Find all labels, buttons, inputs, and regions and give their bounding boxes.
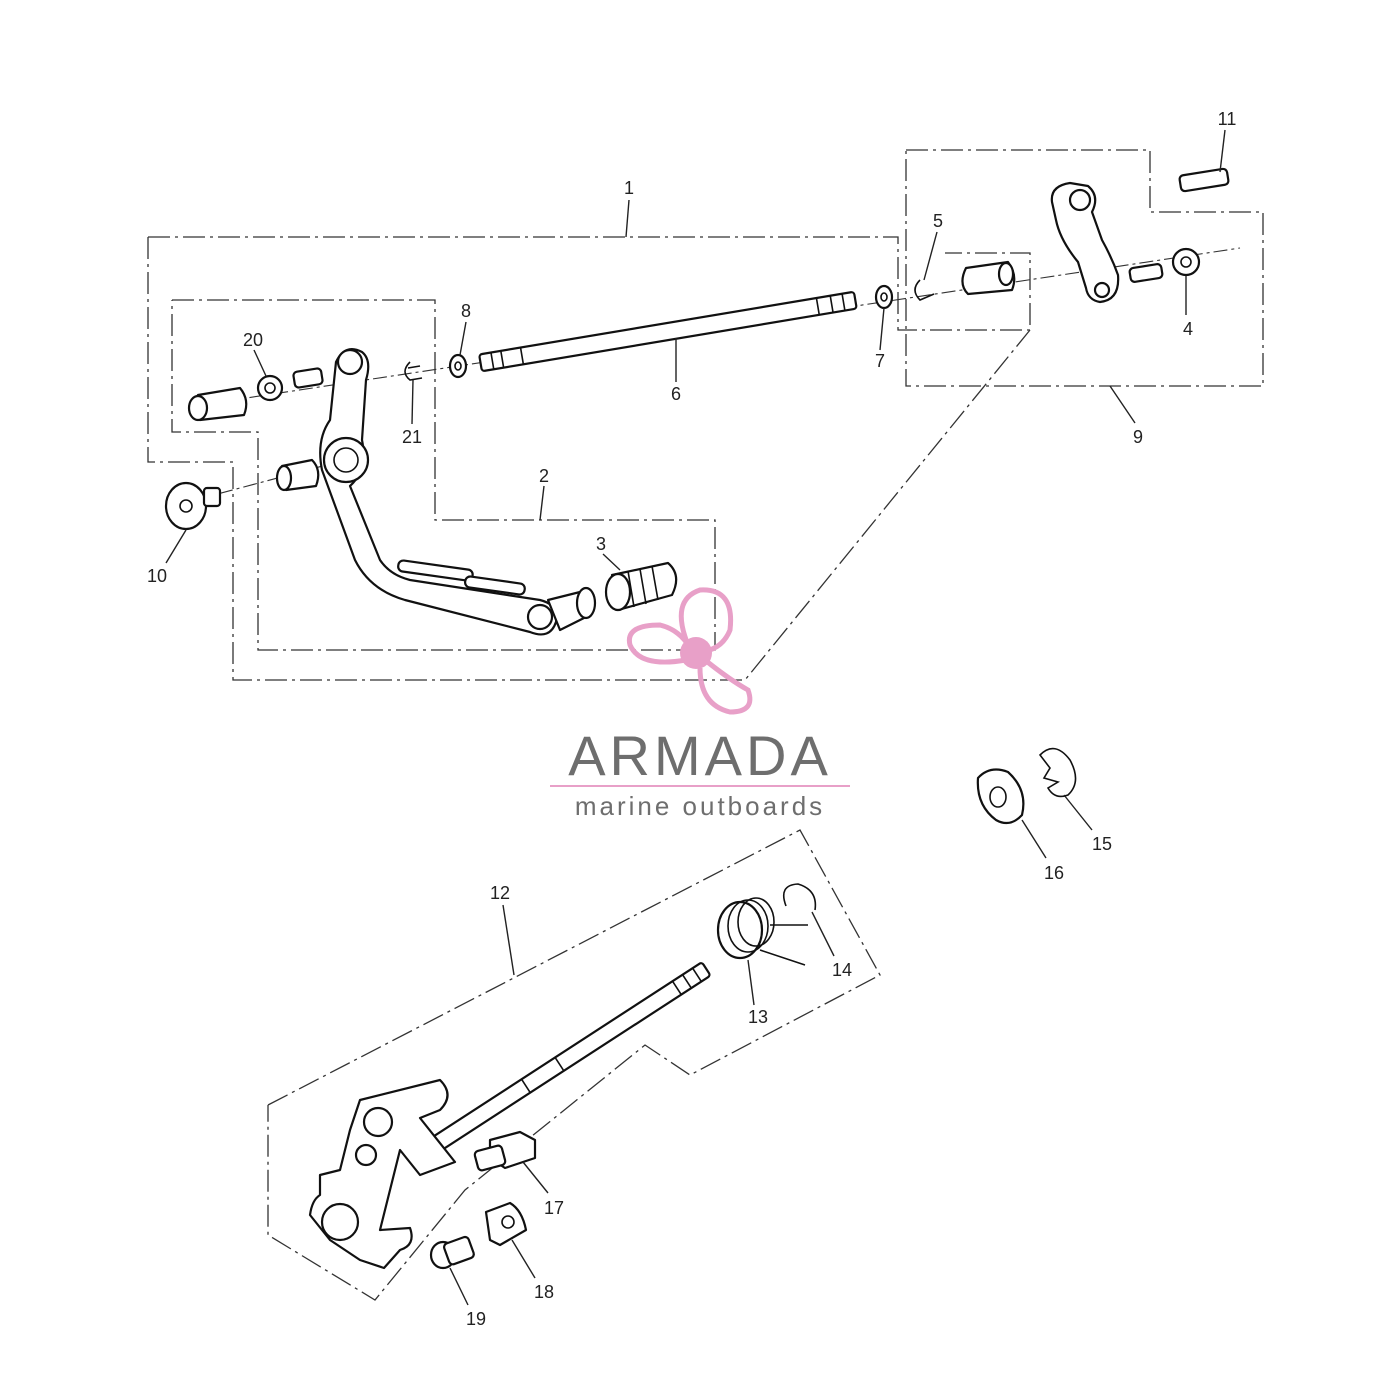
circlip-14 xyxy=(782,883,817,911)
washer-8 xyxy=(448,353,468,379)
group-outline-1 xyxy=(148,236,1031,331)
brand-name: ARMADA xyxy=(568,724,832,787)
brand-tagline: marine outboards xyxy=(575,791,825,821)
washer-16 xyxy=(976,768,1025,825)
bolt-left xyxy=(292,367,324,389)
propeller-icon xyxy=(626,587,753,715)
nut-4 xyxy=(1171,247,1201,277)
bolt-19 xyxy=(429,1235,475,1270)
group-outline-9 xyxy=(905,149,1264,387)
lower-assembly xyxy=(308,883,817,1270)
clip-5 xyxy=(914,279,935,301)
callout-11: 11 xyxy=(1218,109,1237,129)
callout-20: 20 xyxy=(243,330,263,350)
bushing-lower xyxy=(275,458,320,492)
callout-14: 14 xyxy=(832,960,852,980)
callout-9: 9 xyxy=(1133,427,1143,447)
torsion-spring-13 xyxy=(716,897,808,966)
knob-10 xyxy=(164,481,222,531)
leader-lines xyxy=(165,129,1226,1306)
callout-7: 7 xyxy=(875,351,885,371)
bolt-11 xyxy=(1178,167,1230,193)
callout-15: 15 xyxy=(1092,834,1112,854)
callout-17: 17 xyxy=(544,1198,564,1218)
callout-6: 6 xyxy=(671,384,681,404)
callout-12: 12 xyxy=(490,883,510,903)
ball-joint-right xyxy=(961,260,1016,296)
clip-21 xyxy=(404,361,423,381)
callout-5: 5 xyxy=(933,211,943,231)
callout-18: 18 xyxy=(534,1282,554,1302)
bellcrank-assembly xyxy=(1050,167,1230,304)
loose-washers xyxy=(976,747,1077,825)
stud-17 xyxy=(473,1130,537,1172)
callout-16: 16 xyxy=(1044,863,1064,883)
callout-2: 2 xyxy=(539,466,549,486)
shift-lever xyxy=(319,348,597,636)
washer-20 xyxy=(256,374,284,402)
callout-numbers: 1 2 3 4 5 6 7 8 9 10 11 12 13 14 15 16 1… xyxy=(147,109,1236,1329)
group-outline-12 xyxy=(267,829,881,1301)
callout-4: 4 xyxy=(1183,319,1193,339)
plate-18 xyxy=(484,1201,528,1247)
upper-assembly xyxy=(164,260,1016,636)
callout-19: 19 xyxy=(466,1309,486,1329)
shift-cam xyxy=(308,1078,457,1270)
callout-1: 1 xyxy=(624,178,634,198)
shift-rod xyxy=(478,291,858,372)
ball-joint-left xyxy=(187,386,248,422)
callout-13: 13 xyxy=(748,1007,768,1027)
callout-21: 21 xyxy=(402,427,422,447)
callout-3: 3 xyxy=(596,534,606,554)
bellcrank xyxy=(1050,181,1120,304)
e-clip-15 xyxy=(1038,747,1077,798)
callout-10: 10 xyxy=(147,566,167,586)
group-outline-1-left xyxy=(147,237,1031,681)
bolt-small-right xyxy=(1128,263,1164,283)
rubber-grip xyxy=(604,561,678,612)
shift-shaft xyxy=(416,962,711,1161)
brand-logo: ARMADA marine outboards xyxy=(550,587,850,821)
washer-7 xyxy=(874,284,894,310)
callout-8: 8 xyxy=(461,301,471,321)
